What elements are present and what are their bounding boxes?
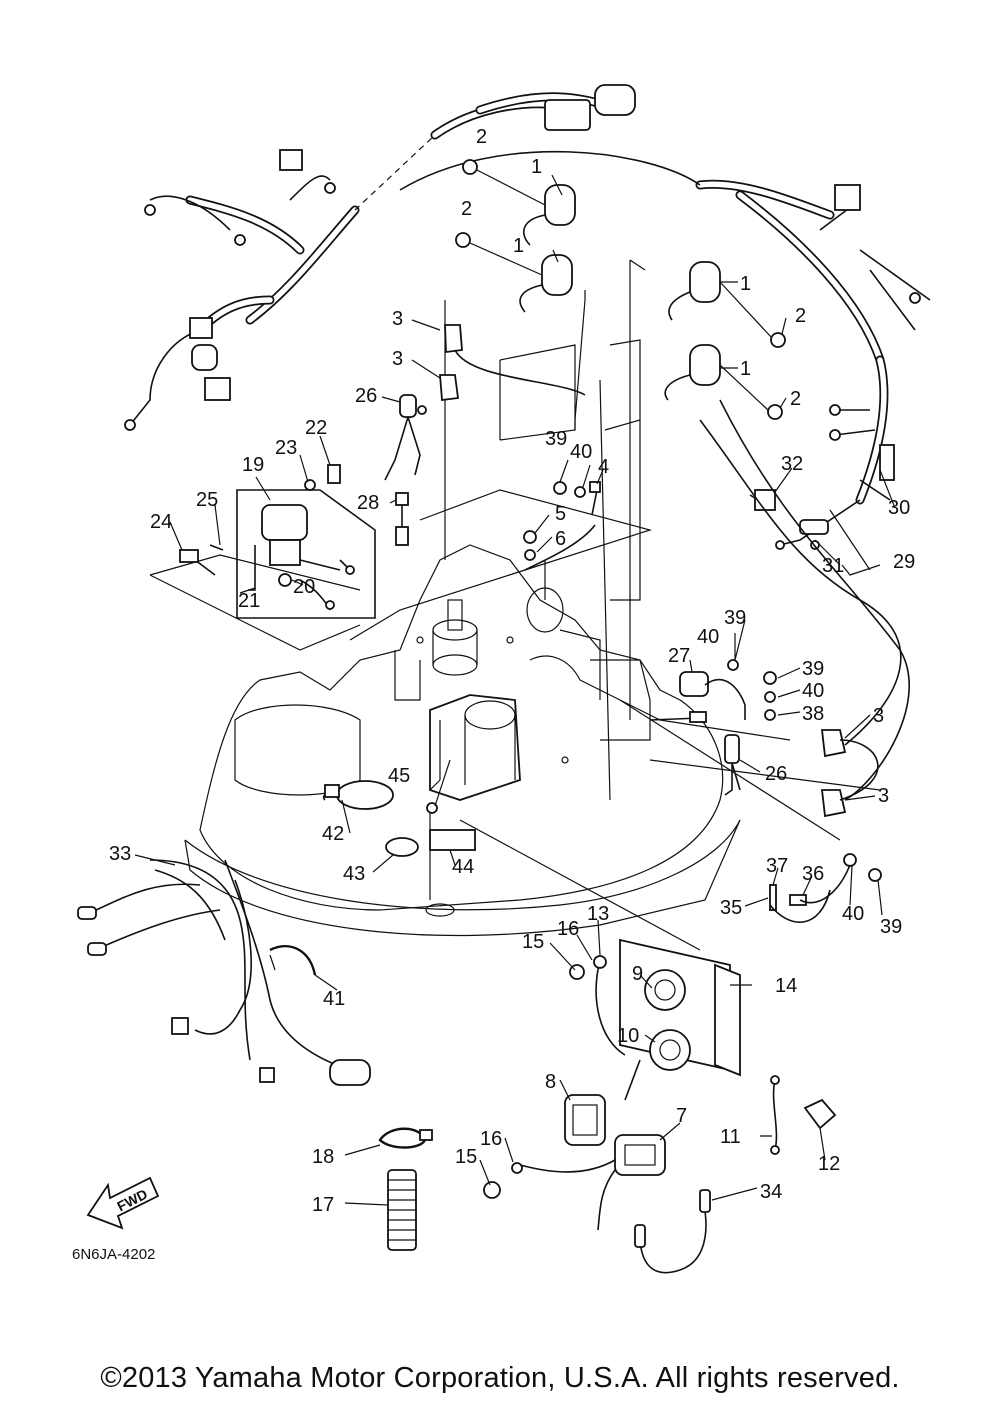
- callout-39: 39: [880, 916, 902, 938]
- callout-34: 34: [760, 1181, 782, 1203]
- callout-16: 16: [557, 918, 579, 940]
- callout-3: 3: [873, 705, 884, 727]
- callout-40: 40: [802, 680, 824, 702]
- leader-lines: [134, 174, 896, 1206]
- callout-20: 20: [293, 576, 315, 598]
- ignition-coils: [439, 159, 910, 818]
- fwd-direction-arrow: FWD: [86, 1176, 160, 1230]
- battery-cables: [77, 859, 371, 1086]
- callout-15: 15: [455, 1146, 477, 1168]
- callout-36: 36: [802, 863, 824, 885]
- main-wiring-harness: [124, 84, 931, 550]
- callout-4: 4: [598, 456, 609, 478]
- figure-code: 6N6JA-4202: [72, 1246, 155, 1263]
- callout-2: 2: [476, 126, 487, 148]
- callout-2: 2: [461, 198, 472, 220]
- callout-29: 29: [893, 551, 915, 573]
- callout-22: 22: [305, 417, 327, 439]
- callout-39: 39: [545, 428, 567, 450]
- callout-41: 41: [323, 988, 345, 1010]
- callout-40: 40: [570, 441, 592, 463]
- callout-labels: 1 1 1 1 2 2 2 2 3 3 3 3 4 5 6 7 8 9 10 1…: [109, 126, 915, 1216]
- callout-26: 26: [355, 385, 377, 407]
- callout-19: 19: [242, 454, 264, 476]
- callout-9: 9: [632, 963, 643, 985]
- guide-lines: [149, 259, 881, 951]
- callout-3: 3: [392, 308, 403, 330]
- callout-45: 45: [388, 765, 410, 787]
- callout-8: 8: [545, 1071, 556, 1093]
- callout-21: 21: [238, 590, 260, 612]
- callout-16: 16: [480, 1128, 502, 1150]
- callout-40: 40: [697, 626, 719, 648]
- right-cluster-parts: [523, 481, 882, 923]
- copyright-notice: ©2013 Yamaha Motor Corporation, U.S.A. A…: [100, 1362, 900, 1394]
- callout-3: 3: [392, 348, 403, 370]
- callout-39: 39: [802, 658, 824, 680]
- callout-1: 1: [740, 273, 751, 295]
- callout-33: 33: [109, 843, 131, 865]
- clamp-and-spring: [378, 1127, 433, 1251]
- callout-1: 1: [513, 235, 524, 257]
- callout-26: 26: [765, 763, 787, 785]
- callout-2: 2: [795, 305, 806, 327]
- callout-44: 44: [452, 856, 474, 878]
- callout-31: 31: [822, 555, 844, 577]
- callout-10: 10: [617, 1025, 639, 1047]
- callout-39: 39: [724, 607, 746, 629]
- callout-25: 25: [196, 489, 218, 511]
- callout-18: 18: [312, 1146, 334, 1168]
- callout-3: 3: [878, 785, 889, 807]
- callout-28: 28: [357, 492, 379, 514]
- engine-outline: [184, 544, 741, 937]
- callout-40: 40: [842, 903, 864, 925]
- callout-14: 14: [775, 975, 797, 997]
- callout-43: 43: [343, 863, 365, 885]
- callout-2: 2: [790, 388, 801, 410]
- callout-35: 35: [720, 897, 742, 919]
- callout-7: 7: [676, 1105, 687, 1127]
- callout-1: 1: [740, 358, 751, 380]
- callout-12: 12: [818, 1153, 840, 1175]
- callout-5: 5: [555, 503, 566, 525]
- callout-6: 6: [555, 528, 566, 550]
- callout-38: 38: [802, 703, 824, 725]
- callout-42: 42: [322, 823, 344, 845]
- fwd-label: FWD: [114, 1186, 150, 1215]
- callout-15: 15: [522, 931, 544, 953]
- spring-sleeve: [387, 1169, 417, 1251]
- relay-bracket: [483, 938, 837, 1274]
- callout-23: 23: [275, 437, 297, 459]
- callout-30: 30: [888, 497, 910, 519]
- parts-42-45: [322, 780, 476, 857]
- left-cluster-parts: [179, 394, 427, 619]
- callout-37: 37: [766, 855, 788, 877]
- callout-1: 1: [531, 156, 542, 178]
- callout-17: 17: [312, 1194, 334, 1216]
- callout-11: 11: [720, 1126, 741, 1148]
- callout-24: 24: [150, 511, 172, 533]
- callout-27: 27: [668, 645, 690, 667]
- callout-32: 32: [781, 453, 803, 475]
- callout-13: 13: [587, 903, 609, 925]
